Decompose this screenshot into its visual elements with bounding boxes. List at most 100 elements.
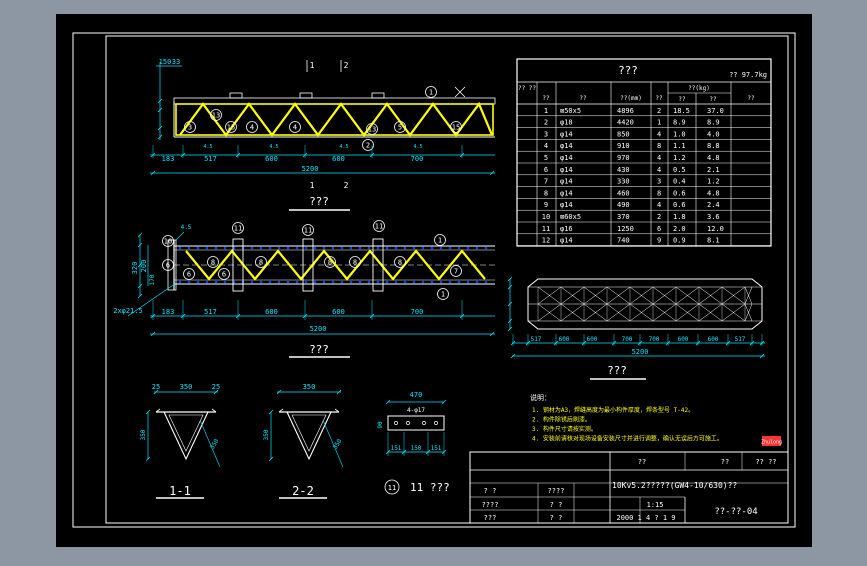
table-cell: 490 — [617, 201, 630, 209]
callout-circle — [437, 288, 449, 300]
callout-circle — [450, 121, 462, 133]
dim-tick — [153, 389, 159, 395]
weld-dot — [250, 280, 254, 284]
dim-text: 25 — [212, 383, 220, 391]
dim-line — [322, 419, 344, 468]
weld-dot — [457, 246, 461, 250]
table-title: ??? — [618, 64, 638, 77]
mini-lacing — [744, 286, 753, 305]
table-cell: 8 — [657, 142, 661, 150]
dim-text: 600 — [332, 308, 345, 316]
section-label: 1-1 — [169, 484, 191, 498]
dim-text: 470 — [410, 391, 423, 399]
section-angle-leg — [211, 408, 217, 413]
mini-lacing — [583, 286, 608, 305]
weld-dot — [394, 280, 398, 284]
top-lug — [371, 92, 385, 99]
table-cell: 10 — [542, 213, 550, 221]
callout-number: 11 — [375, 223, 383, 231]
dim-text: 183 — [162, 308, 175, 316]
callout-number: 15 — [452, 124, 460, 132]
weld-dot — [223, 280, 227, 284]
table-cell: φ14 — [560, 189, 573, 197]
dim-tick — [268, 409, 274, 415]
table-cell: 1.2 — [707, 178, 720, 186]
weld-dot — [196, 280, 200, 284]
table-cell: 0.9 — [673, 237, 686, 245]
callout-number: 5 — [398, 124, 402, 132]
weld-dot — [214, 246, 218, 250]
table-cell: 4.8 — [707, 154, 720, 162]
dim-tick — [507, 284, 513, 290]
mini-lacing — [721, 286, 746, 305]
weld-dot — [421, 280, 425, 284]
weld-dot — [295, 246, 299, 250]
table-cell: 1.8 — [673, 213, 686, 221]
section-triangle — [163, 411, 209, 461]
callout-number: 7 — [454, 268, 458, 276]
table-cell: 850 — [617, 130, 630, 138]
dim-tick — [157, 107, 163, 113]
weld-dot — [430, 246, 434, 250]
outer-frame — [72, 32, 796, 528]
dim-text: 600 — [708, 336, 719, 343]
mini-lacing — [629, 303, 654, 322]
callout-number: 4 — [293, 124, 297, 132]
table-cell: φ14 — [560, 142, 573, 150]
table-cell: 370 — [617, 213, 630, 221]
title-block-border — [469, 451, 789, 524]
table-cell: 1.1 — [673, 142, 686, 150]
weld-dot — [277, 280, 281, 284]
callout-circle — [425, 86, 437, 98]
table-cell: 6 — [657, 225, 661, 233]
dim-tick — [137, 242, 143, 248]
weld-dot — [430, 280, 434, 284]
dim-tick — [213, 389, 219, 395]
callout-number: 15 — [227, 124, 235, 132]
table-cell: 0.6 — [673, 201, 686, 209]
mini-lacing — [629, 286, 654, 305]
callout-number: 6 — [187, 271, 191, 279]
weld-dot — [484, 246, 488, 250]
section-label: 2-2 — [292, 484, 314, 498]
weld-dot — [421, 246, 425, 250]
callout-circle — [210, 109, 222, 121]
dim-text: 90 — [377, 421, 384, 429]
top-lug — [229, 92, 243, 99]
mini-lacing — [698, 303, 723, 322]
callout-circle — [225, 121, 237, 133]
weld-dot — [385, 246, 389, 250]
mini-lacing — [744, 303, 753, 322]
callout-circle — [162, 259, 174, 271]
weld-dot — [385, 280, 389, 284]
weld-dot — [205, 246, 209, 250]
dim-text: 4.5 — [181, 224, 192, 231]
table-cell: 4.0 — [707, 130, 720, 138]
table-cell: 2.1 — [707, 166, 720, 174]
table-cell: 2 — [657, 107, 661, 115]
dim-text: 517 — [531, 336, 542, 343]
dim-text: 151 — [431, 445, 442, 452]
weld-dot — [439, 246, 443, 250]
table-cell: ⊠50x5 — [560, 107, 581, 115]
dim-tick — [137, 232, 143, 238]
dim-tick — [489, 331, 495, 337]
drawing-sheet — [56, 14, 812, 547]
dim-text: 25 — [152, 383, 160, 391]
dim-text: 150 — [159, 58, 172, 66]
weld-dot — [331, 246, 335, 250]
section-triangle-inner — [291, 414, 327, 452]
table-cell: 0.5 — [673, 166, 686, 174]
table-cell: 2.4 — [707, 201, 720, 209]
table-cell: 1.0 — [673, 130, 686, 138]
weld-dot — [313, 280, 317, 284]
weld-dot — [376, 246, 380, 250]
view-title: ??? — [607, 364, 627, 377]
weld-dot — [340, 246, 344, 250]
dim-text: 151 — [391, 445, 402, 452]
callout-circle — [434, 234, 446, 246]
weld-dot — [178, 280, 182, 284]
tb-header: ?? — [721, 458, 729, 466]
callout-number: 2 — [366, 142, 370, 150]
